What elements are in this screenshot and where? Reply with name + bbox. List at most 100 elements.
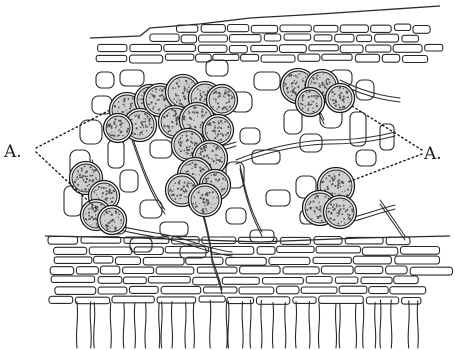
spore-stipple bbox=[290, 74, 292, 76]
spore-stipple bbox=[316, 207, 318, 209]
spore-stipple bbox=[338, 205, 340, 207]
spore-stipple bbox=[114, 132, 115, 133]
spore-stipple bbox=[341, 213, 343, 215]
spore-stipple bbox=[121, 126, 122, 127]
spore-stipple bbox=[189, 84, 190, 85]
spore-stipple bbox=[186, 164, 188, 166]
spore-stipple bbox=[183, 150, 185, 152]
spore-stipple bbox=[94, 191, 95, 192]
spore-stipple bbox=[206, 201, 208, 203]
spore-stipple bbox=[186, 185, 188, 187]
spore-stipple bbox=[317, 218, 319, 220]
spore-stipple bbox=[155, 91, 156, 92]
spore-stipple bbox=[105, 187, 107, 189]
spore-stipple bbox=[188, 113, 189, 114]
spore-stipple bbox=[96, 194, 97, 195]
spore-stipple bbox=[92, 208, 94, 210]
spore-stipple bbox=[195, 174, 196, 175]
spore-stipple bbox=[105, 193, 107, 195]
spore-stipple bbox=[308, 96, 310, 98]
root-fiber bbox=[228, 302, 229, 348]
lower-cell bbox=[319, 296, 364, 303]
spore-stipple bbox=[201, 194, 203, 196]
spore-stipple bbox=[155, 88, 157, 90]
spore-stipple bbox=[215, 133, 216, 134]
spore-stipple bbox=[343, 88, 344, 89]
spore-stipple bbox=[179, 197, 181, 199]
spore-stipple bbox=[186, 139, 188, 141]
upper-cell bbox=[284, 34, 311, 40]
spore-stipple bbox=[199, 153, 200, 154]
network-cell bbox=[300, 134, 322, 152]
spore-stipple bbox=[202, 211, 204, 213]
spore-stipple bbox=[187, 152, 189, 154]
lower-cell bbox=[410, 267, 452, 275]
spore-stipple bbox=[205, 112, 207, 114]
spore-stipple bbox=[171, 109, 173, 111]
lower-cell bbox=[161, 286, 201, 293]
upper-cell bbox=[165, 54, 194, 60]
spore-stipple bbox=[196, 205, 198, 207]
spore-stipple bbox=[202, 91, 204, 93]
spore-stipple bbox=[338, 94, 340, 96]
spore-stipple bbox=[320, 87, 321, 88]
spore-stipple bbox=[342, 191, 343, 192]
spore-stipple bbox=[84, 188, 86, 190]
spore-stipple bbox=[149, 123, 151, 125]
upper-cell bbox=[375, 34, 399, 42]
spore-stipple bbox=[176, 120, 178, 122]
spore-stipple bbox=[91, 216, 93, 218]
spore-stipple bbox=[230, 95, 231, 96]
spore-stipple bbox=[93, 172, 94, 173]
spore-stipple bbox=[176, 101, 178, 103]
spore-stipple bbox=[156, 99, 158, 101]
upper-cell bbox=[199, 35, 228, 42]
spore-stipple bbox=[184, 98, 186, 100]
spore-stipple bbox=[178, 85, 180, 87]
spore-stipple bbox=[212, 191, 214, 193]
upper-cell bbox=[279, 45, 306, 53]
spore-stipple bbox=[314, 111, 315, 112]
spore-stipple bbox=[215, 90, 216, 91]
spore-stipple bbox=[83, 181, 84, 182]
lower-cell bbox=[157, 297, 196, 303]
network-cell bbox=[284, 110, 302, 134]
spore-stipple bbox=[116, 125, 118, 127]
spore-stipple bbox=[182, 188, 183, 189]
root-fiber bbox=[355, 304, 356, 348]
spore-stipple bbox=[224, 91, 226, 93]
network-cell bbox=[150, 140, 172, 158]
upper-cell bbox=[403, 56, 428, 63]
spore-stipple bbox=[79, 174, 81, 176]
upper-cell bbox=[371, 25, 392, 32]
spore-stipple bbox=[119, 124, 121, 126]
lower-cell bbox=[386, 237, 410, 245]
spore-stipple bbox=[347, 214, 348, 215]
spore-stipple bbox=[204, 202, 206, 204]
spore-stipple bbox=[339, 107, 341, 109]
spore-stipple bbox=[126, 110, 127, 111]
spore-stipple bbox=[110, 126, 111, 127]
spore-stipple bbox=[86, 170, 88, 172]
spore-stipple bbox=[83, 179, 85, 181]
root-fibers bbox=[76, 300, 418, 348]
spore-stipple bbox=[79, 176, 81, 178]
spore-stipple bbox=[211, 175, 212, 176]
upper-cell bbox=[314, 35, 332, 41]
spore-stipple bbox=[134, 115, 135, 116]
network-cell bbox=[350, 112, 366, 146]
lower-cell bbox=[199, 296, 225, 302]
spore-stipple bbox=[111, 192, 113, 194]
spore-stipple bbox=[177, 116, 178, 117]
spore-stipple bbox=[92, 169, 94, 171]
root-fiber bbox=[90, 302, 91, 348]
spore-stipple bbox=[111, 127, 113, 129]
spore-stipple bbox=[220, 139, 222, 141]
spore-stipple bbox=[90, 208, 91, 209]
root-fiber bbox=[94, 303, 95, 348]
spore-stipple bbox=[336, 206, 338, 208]
spore-stipple bbox=[316, 77, 318, 79]
spore-stipple bbox=[334, 185, 336, 187]
spore-stipple bbox=[175, 93, 177, 95]
spore-stipple bbox=[183, 191, 184, 192]
